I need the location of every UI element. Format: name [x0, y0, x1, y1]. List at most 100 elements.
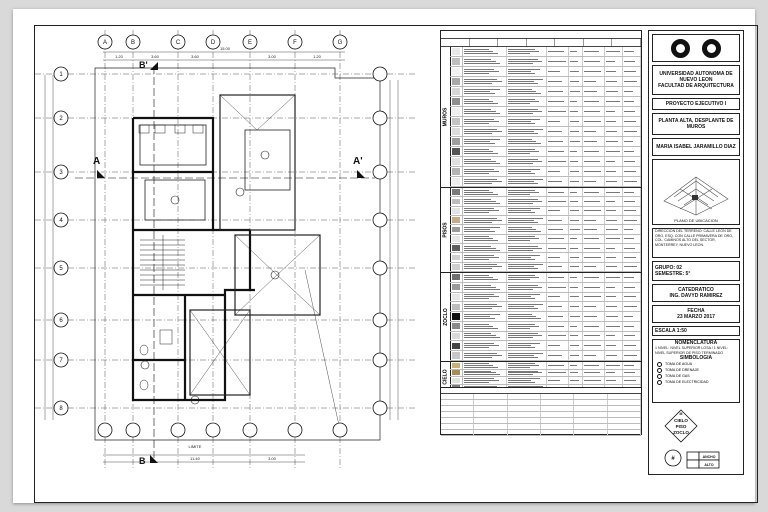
legend-water: TOMA DE AGUA: [653, 361, 692, 367]
table-row: [450, 107, 641, 117]
table-row: [450, 47, 641, 57]
material-swatch: [452, 68, 460, 75]
dimension-text: 3.00: [268, 54, 277, 59]
material-swatch: [452, 313, 460, 320]
dimension-text: 1.20: [115, 54, 124, 59]
legend-drain: TOMA DE DRENAJE: [653, 367, 699, 373]
dimension-text: 15.00: [220, 46, 231, 51]
address-cell: DIRECCION DEL TERRENO: CALLE LEON DE ORO…: [652, 228, 740, 258]
scale-cell: ESCALA 1:50: [652, 326, 740, 336]
table-row: [450, 369, 641, 377]
table-row: [450, 97, 641, 107]
material-swatch: [452, 226, 460, 233]
table-row: [450, 262, 641, 272]
project-name: PROYECTO EJECUTIVO I: [665, 101, 727, 107]
summary-table: ​: [440, 387, 642, 436]
grid-label: E: [248, 40, 252, 46]
key-baseboard: ZOCLO: [673, 430, 689, 435]
section-label: ZOCLO: [441, 273, 451, 361]
professor-cell: CATEDRATICO ING. DAVYD RAMIREZ: [652, 284, 740, 302]
limit-note: LIMITE: [189, 444, 202, 449]
grid-label: 7: [59, 358, 63, 364]
table-row: [450, 87, 641, 97]
material-swatch: [452, 78, 460, 85]
table-row: [450, 197, 641, 207]
table-row: [450, 157, 641, 167]
sheet-title: PLANTA ALTA, DESPLANTE DE MUROS: [658, 118, 734, 130]
grid-label: 4: [59, 218, 63, 224]
grid-label: G: [338, 40, 343, 46]
sheet-border: [34, 25, 758, 503]
section-label: CIELO: [441, 362, 451, 392]
title-block: UNIVERSIDAD AUTONOMA DE NUEVO LEON FACUL…: [648, 30, 744, 475]
material-swatch: [452, 128, 460, 135]
professor-name: ING. DAVYD RAMIREZ: [669, 293, 723, 299]
table-row: [450, 243, 641, 254]
table-row: [450, 312, 641, 322]
table-row: [450, 234, 641, 244]
material-swatch: [452, 370, 460, 376]
table-row: [450, 292, 641, 303]
material-swatch: [452, 207, 460, 214]
material-swatch: [452, 118, 460, 125]
table-row: [450, 341, 641, 352]
table-row: [450, 351, 641, 361]
material-swatch: [452, 245, 460, 252]
table-row: [450, 362, 641, 370]
gas-outlet-icon: [657, 373, 662, 379]
key-hash: #: [671, 456, 675, 462]
group-label: GRUPO: 02: [655, 265, 682, 271]
material-swatch: [452, 362, 460, 368]
legend-gas: TOMA DE GAS: [653, 373, 690, 379]
table-row: [441, 406, 641, 412]
dimension-text: 3.00: [268, 456, 277, 461]
section-label: PISOS: [441, 188, 451, 272]
material-swatch: [452, 377, 460, 383]
project-cell: PROYECTO EJECUTIVO I: [652, 98, 740, 110]
table-row: [450, 331, 641, 342]
material-swatch: [452, 284, 460, 291]
table-row: [450, 215, 641, 226]
table-row: [450, 167, 641, 177]
drain-outlet-icon: [657, 367, 662, 373]
grid-label: 1: [59, 72, 63, 78]
location-plan-label: PLANO DE UBICACION: [674, 218, 718, 224]
table-row: [450, 77, 641, 87]
section-cut-b-prime: B': [139, 60, 148, 70]
group-cell: GRUPO: 02 SEMESTRE: 5°: [652, 261, 740, 281]
material-swatch: [452, 189, 460, 196]
table-row: [450, 188, 641, 198]
electric-outlet-icon: [657, 379, 662, 385]
material-swatch: [452, 323, 460, 330]
author-name: MARIA ISABEL JARAMILLO DIAZ: [656, 144, 736, 150]
table-row: [450, 177, 641, 187]
section-label: MUROS: [441, 47, 451, 187]
nomenclature-text: 1 NIVEL: NIVEL SUPERIOR LOSA / 1 NIVEL: …: [655, 346, 729, 355]
material-swatch: [452, 263, 460, 270]
sheet-title-cell: PLANTA ALTA, DESPLANTE DE MUROS: [652, 113, 740, 135]
material-swatch: [452, 58, 460, 65]
table-header: [441, 39, 641, 47]
table-row: [441, 418, 641, 424]
table-row: [441, 430, 641, 436]
finish-key-diagram: CIELO PISO ZOCLO M # ANCHO ALTO: [664, 409, 720, 469]
scale-value: ESCALA 1:50: [655, 328, 687, 334]
table-row: [450, 67, 641, 77]
key-ceiling: CIELO: [674, 418, 688, 423]
material-swatch: [452, 98, 460, 105]
legend-electric: TOMA DE ELECTRICIDAD: [653, 379, 708, 385]
water-outlet-icon: [657, 361, 662, 367]
key-m: M: [680, 412, 683, 416]
location-plan-cell: PLANO DE UBICACION: [652, 159, 740, 225]
table-row: [450, 321, 641, 332]
material-swatch: [452, 254, 460, 261]
table-row: [450, 117, 641, 127]
semester-label: SEMESTRE: 5°: [655, 271, 691, 277]
table-row: [450, 225, 641, 235]
table-row: [450, 206, 641, 216]
author-cell: MARIA ISABEL JARAMILLO DIAZ: [652, 138, 740, 156]
table-row: [450, 302, 641, 313]
material-swatch: [452, 48, 460, 55]
material-swatch: [452, 332, 460, 340]
